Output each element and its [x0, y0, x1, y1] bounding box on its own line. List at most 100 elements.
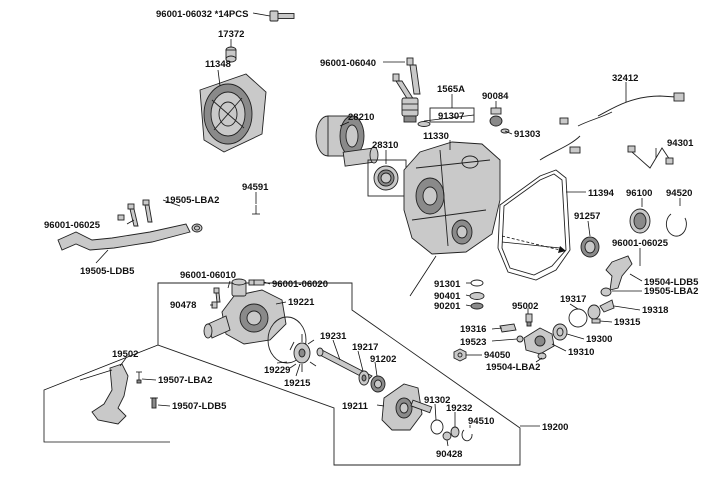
bearing-96100 — [629, 208, 651, 234]
label-91202: 91202 — [370, 354, 396, 365]
oil-seal-91257 — [580, 236, 600, 258]
label-19523: 19523 — [460, 337, 486, 348]
label-19505-LDB5: 19505-LDB5 — [80, 266, 135, 277]
gasket-19229 — [267, 316, 307, 364]
bearing-91202 — [370, 375, 386, 393]
label-96001-06010: 96001-06010 — [180, 270, 236, 281]
leader-lines — [79, 12, 681, 447]
hose-19502 — [91, 363, 129, 425]
label-19310: 19310 — [568, 347, 594, 358]
wire-harness-32412 — [597, 95, 677, 117]
bolts-96001-06010 — [213, 287, 221, 303]
hose-19504-LDB5 — [605, 255, 633, 291]
label-19507-LDB5: 19507-LDB5 — [172, 401, 227, 412]
washer-19232 — [450, 426, 460, 438]
label-19229: 19229 — [264, 365, 290, 376]
sleeve-17372 — [225, 46, 237, 63]
label-91307: 91307 — [438, 111, 464, 122]
plug-90084 — [489, 107, 503, 127]
label-91301: 91301 — [434, 279, 461, 290]
label-94510: 94510 — [468, 416, 494, 427]
thermostat-cover-19310 — [523, 327, 555, 355]
gasket-19317 — [568, 308, 588, 328]
label-19504-LDB5: 19504-LDB5 — [644, 277, 699, 288]
impeller-19215 — [289, 334, 317, 372]
hose-bracket-lines — [43, 344, 170, 443]
label-90401: 90401 — [434, 291, 461, 302]
pump-cover-19211 — [381, 383, 433, 431]
label-94050: 94050 — [484, 350, 510, 361]
oil-strainer-1565A — [401, 97, 419, 123]
label-28210: 28210 — [348, 112, 374, 123]
label-96001-06025-right: 96001-06025 — [612, 238, 669, 249]
label-19507-LBA2: 19507-LBA2 — [158, 375, 212, 386]
label-94520: 94520 — [666, 188, 692, 199]
label-91257: 91257 — [574, 211, 600, 222]
seal-19217 — [358, 370, 370, 386]
bolts-96001-06025-left — [117, 199, 153, 227]
clamp-19507-LDB5 — [150, 397, 158, 409]
clamp-19504-LBA2 — [537, 352, 547, 360]
label-11348: 11348 — [205, 59, 231, 70]
label-19217: 19217 — [352, 342, 378, 353]
label-96001-06020: 96001-06020 — [272, 279, 328, 290]
oring-91302 — [430, 419, 444, 435]
axis-arrow — [558, 246, 566, 253]
label-94591: 94591 — [242, 182, 269, 193]
circlip-94520 — [665, 213, 687, 237]
thermostat-19300 — [552, 323, 568, 341]
label-19215: 19215 — [284, 378, 311, 389]
bolt-96001-06032 — [269, 10, 295, 22]
label-32412: 32412 — [612, 73, 638, 84]
label-19505-LBA2: 19505-LBA2 — [165, 195, 219, 206]
label-90478: 90478 — [170, 300, 196, 311]
label-19504-LBA2: 19504-LBA2 — [486, 362, 540, 373]
label-19221: 19221 — [288, 297, 315, 308]
part-labels: 96001-06032 *14PCS 17372 11348 96001-060… — [44, 9, 699, 460]
circlip-94510 — [461, 429, 473, 442]
label-19315: 19315 — [614, 317, 641, 328]
bolts-96001-06040 — [392, 57, 421, 101]
gasket-11394 — [497, 169, 571, 281]
label-11394: 11394 — [588, 188, 615, 199]
label-96001-06040: 96001-06040 — [320, 58, 376, 69]
label-95002: 95002 — [512, 301, 538, 312]
label-91302: 91302 — [424, 395, 450, 406]
label-90201: 90201 — [434, 301, 461, 312]
label-19317: 19317 — [560, 294, 586, 305]
label-19505-LBA2-right: 19505-LBA2 — [644, 286, 698, 297]
fan-shroud-11348 — [199, 73, 267, 153]
label-90084: 90084 — [482, 91, 509, 102]
label-94301: 94301 — [667, 138, 694, 149]
bearing-28310 — [373, 165, 399, 191]
nut-94050 — [453, 348, 467, 362]
label-17372: 17372 — [218, 29, 244, 40]
label-19200: 19200 — [542, 422, 568, 433]
crankcase-cover-11330 — [403, 141, 501, 255]
label-19318: 19318 — [642, 305, 668, 316]
shaft-19231 — [316, 347, 373, 381]
label-1565A: 1565A — [437, 84, 465, 95]
hose-clamp-19505-LBA2 — [191, 223, 203, 233]
washer-90428 — [442, 431, 452, 441]
label-19211: 19211 — [342, 401, 369, 412]
water-pump-group-outline — [157, 282, 521, 466]
bolt-96001-06020 — [248, 279, 265, 286]
hose-clamp-19505-LBA2-right — [600, 287, 612, 297]
label-28310: 28310 — [372, 140, 398, 151]
label-19232: 19232 — [446, 403, 472, 414]
thermostat-housing — [587, 304, 601, 320]
clamp-19523 — [516, 335, 524, 343]
fitting-19318 — [599, 299, 615, 313]
wire-94301 — [631, 147, 671, 169]
label-11330: 11330 — [423, 131, 449, 142]
label-19231: 19231 — [320, 331, 347, 342]
label-90428: 90428 — [436, 449, 462, 460]
label-19316: 19316 — [460, 324, 486, 335]
bolt-19315 — [591, 318, 601, 324]
label-96001-06025-left: 96001-06025 — [44, 220, 101, 231]
shaft-sleeve — [342, 146, 379, 167]
label-19502: 19502 — [112, 349, 138, 360]
label-96100: 96100 — [626, 188, 652, 199]
